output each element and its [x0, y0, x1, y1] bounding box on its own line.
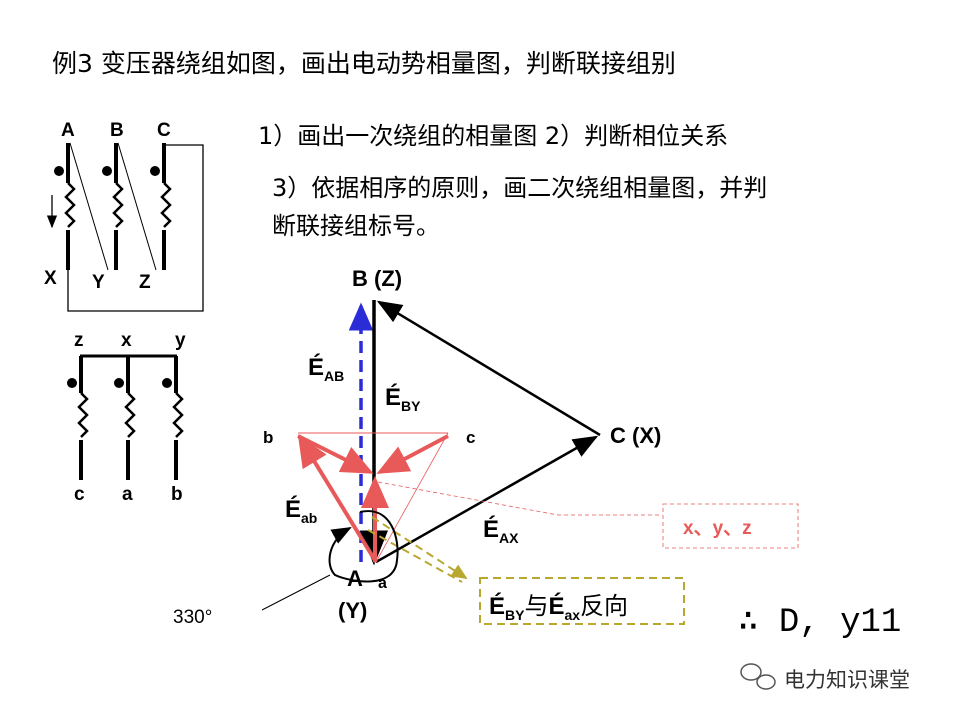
- label-EBY: ÉBY: [385, 384, 421, 414]
- step-3-line1: 3）依据相序的原则，画二次绕组相量图，并判: [272, 174, 768, 202]
- label-EAB: ÉAB: [308, 354, 345, 384]
- slide-title: 例3 变压器绕组如图，画出电动势相量图，判断联接组别: [52, 49, 676, 78]
- watermark: 电力知识课堂: [784, 668, 910, 692]
- opposite-note: ÉBY与Éax反向: [489, 593, 629, 623]
- wechat-icon: [740, 663, 776, 690]
- xyz-note: x、y、z: [683, 518, 752, 539]
- label-a: a: [122, 484, 133, 505]
- label-B: B: [110, 120, 124, 141]
- opposite-box: [479, 577, 685, 625]
- label-phasor-b: b: [263, 428, 274, 447]
- label-B-Z: B (Z): [352, 266, 403, 291]
- step-3-line2: 断联接组标号。: [272, 212, 440, 240]
- label-x: x: [121, 330, 132, 351]
- label-A: A: [61, 120, 75, 141]
- step-1-2: 1）画出一次绕组的相量图 2）判断相位关系: [258, 122, 729, 150]
- label-X: X: [44, 268, 57, 289]
- phasor-ECB: [376, 300, 601, 437]
- angle-label: 330°: [173, 607, 213, 628]
- label-b: b: [171, 484, 183, 505]
- angle-arc: [328, 510, 399, 583]
- label-C-X: C (X): [610, 423, 662, 448]
- xyz-box: [662, 503, 799, 549]
- primary-windings: [46, 142, 204, 312]
- label-phasor-a: a: [378, 575, 387, 592]
- label-EAX: ÉAX: [483, 516, 519, 546]
- phasor-EAX: [375, 435, 599, 564]
- label-phasor-A: A: [347, 566, 363, 591]
- label-C: C: [157, 120, 171, 141]
- label-y: y: [175, 330, 186, 351]
- label-Z: Z: [139, 272, 151, 293]
- result: ∴ D, y11: [738, 604, 902, 642]
- label-z: z: [74, 330, 84, 351]
- label-c: c: [74, 484, 85, 505]
- secondary-windings: [77, 354, 184, 480]
- label-Y: Y: [92, 272, 105, 293]
- label-phasor-Y: (Y): [338, 598, 368, 623]
- label-phasor-c: c: [466, 428, 476, 447]
- label-Eab: Éab: [285, 496, 318, 526]
